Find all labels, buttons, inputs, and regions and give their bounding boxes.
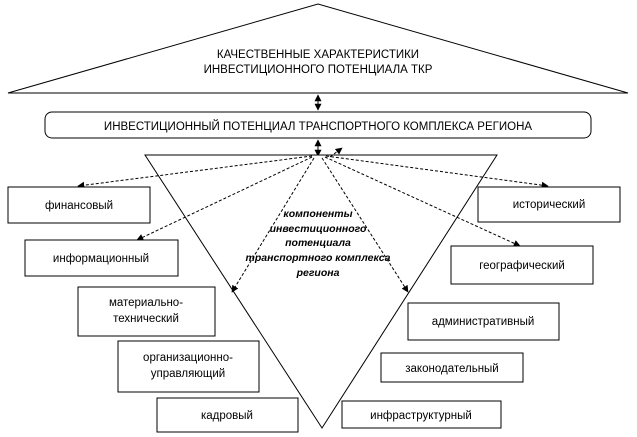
dashed-arrows — [77, 147, 549, 293]
arrow-to-material — [231, 157, 315, 293]
label-administrative: административный — [432, 316, 535, 328]
label-financial: финансовый — [45, 200, 113, 212]
roof-title-line2: ИНВЕСТИЦИОННОГО ПОТЕНЦИАЛА ТКР — [204, 64, 433, 76]
box-legislative — [380, 352, 524, 383]
banner-title: ИНВЕСТИЦИОННЫЙ ПОТЕНЦИАЛ ТРАНСПОРТНОГО К… — [104, 120, 532, 133]
label-org-line1: организационно- — [143, 352, 233, 364]
label-personnel: кадровый — [201, 410, 253, 422]
roof-triangle — [7, 3, 629, 94]
label-infrastructure: инфраструктурный — [370, 410, 472, 422]
left-components: финансовый информационный материально- т… — [7, 186, 299, 433]
label-informational: информационный — [53, 253, 149, 265]
center-text-line3: потенциала — [285, 237, 351, 249]
center-text-line4: транспортного комплекса — [246, 252, 391, 264]
label-material-line2: технический — [113, 313, 179, 325]
center-text-line2: инвестиционного — [270, 223, 367, 235]
center-text-line1: компоненты — [283, 208, 352, 220]
box-administrative — [407, 302, 560, 341]
label-material-line1: материально- — [109, 297, 183, 309]
box-geographic — [450, 245, 594, 285]
box-infrastructure — [341, 400, 502, 429]
banner-box — [44, 111, 592, 139]
arrow-to-financial — [77, 155, 313, 189]
box-material-technical — [77, 286, 216, 337]
label-historical: исторический — [513, 199, 586, 211]
box-financial — [7, 186, 151, 224]
arrow-to-hub-loop — [329, 147, 343, 158]
center-text-line5: региона — [296, 267, 340, 279]
label-geographic: географический — [479, 260, 565, 272]
roof-title-line1: КАЧЕСТВЕННЫЕ ХАРАКТЕРИСТИКИ — [217, 49, 419, 61]
arrow-to-historical — [325, 155, 549, 189]
arrow-to-informational — [136, 156, 313, 241]
box-personnel — [156, 397, 299, 433]
label-legislative: законодательный — [405, 363, 498, 375]
box-org-management — [117, 340, 260, 393]
label-org-line2: управляющий — [151, 368, 226, 380]
box-historical — [477, 186, 621, 223]
right-components: исторический географический администрати… — [341, 186, 621, 429]
arrow-to-administrative — [321, 157, 409, 293]
box-informational — [24, 239, 179, 277]
arrow-to-geographic — [324, 156, 521, 247]
